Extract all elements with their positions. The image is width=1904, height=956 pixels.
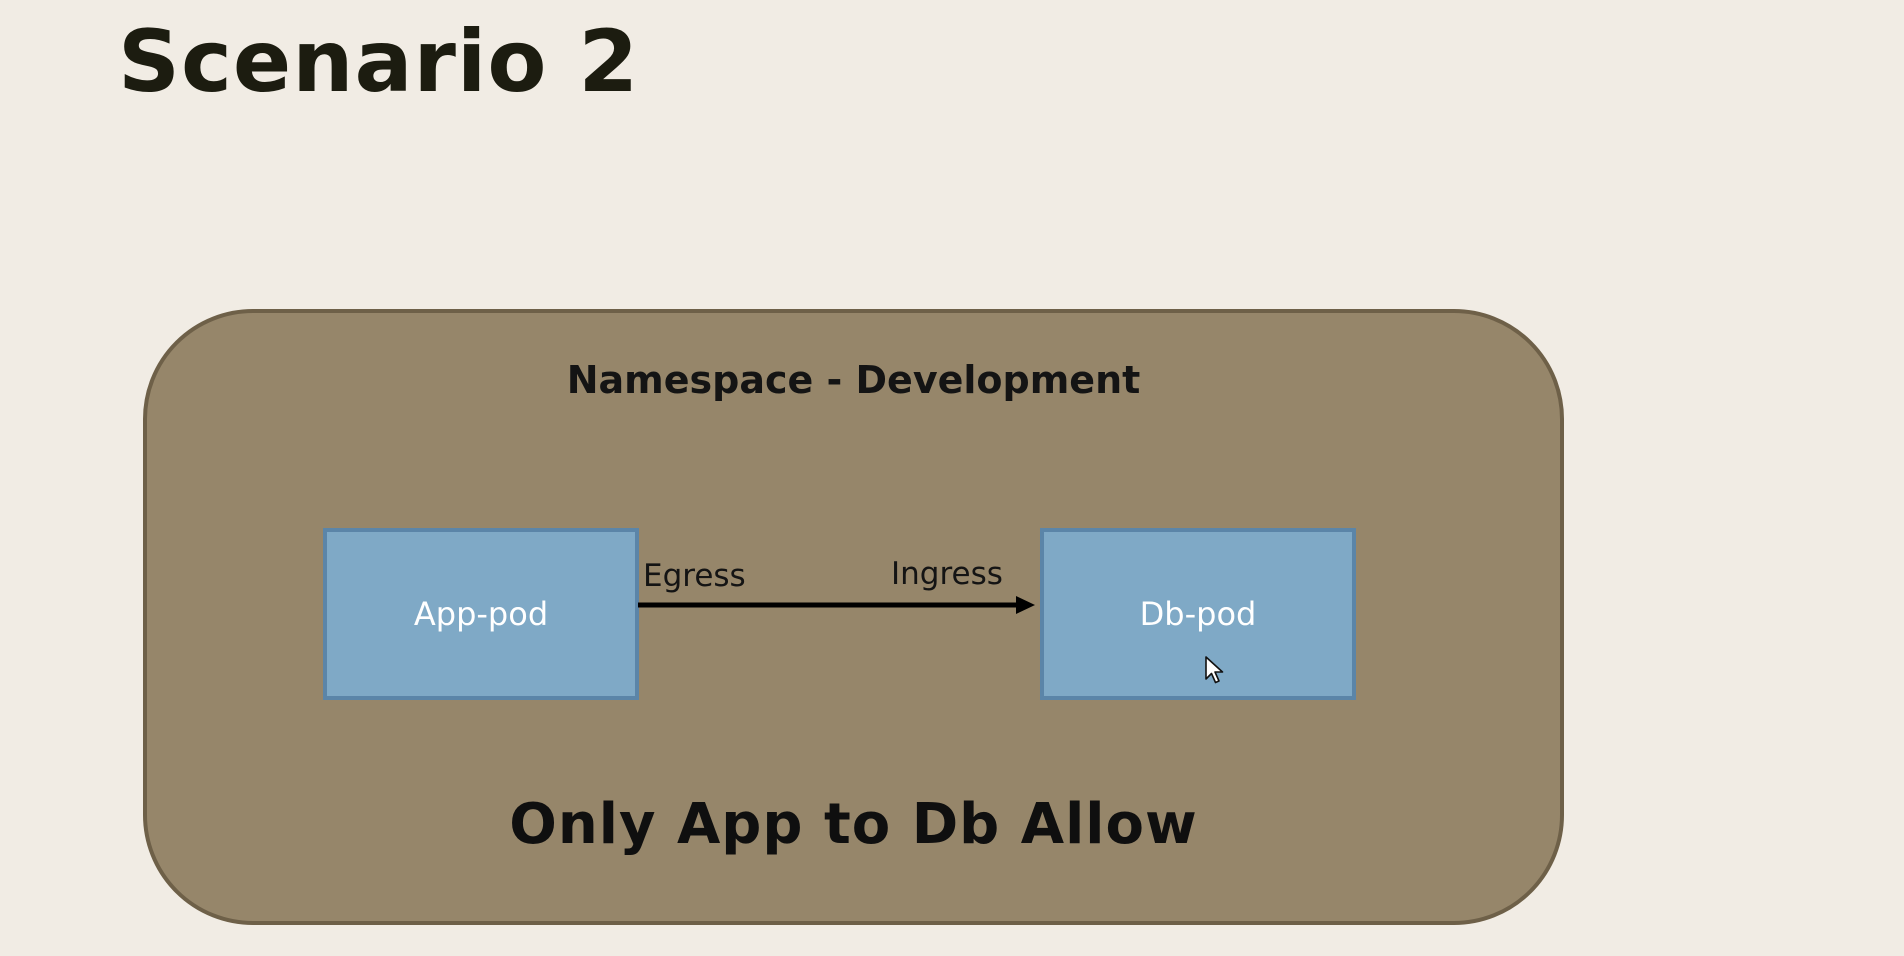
app-pod-box: App-pod [323,528,639,700]
slide-title: Scenario 2 [118,12,640,112]
app-pod-label: App-pod [413,595,549,633]
db-pod-box: Db-pod [1040,528,1356,700]
policy-caption: Only App to Db Allow [509,792,1198,857]
ingress-label: Ingress [891,556,1003,592]
mouse-pointer-icon [1205,656,1224,684]
namespace-label: Namespace - Development [566,358,1141,402]
namespace-container: Namespace - Development App-pod Egress I… [143,309,1564,925]
arrow-head [1016,596,1035,614]
app-to-db-arrow [638,596,1035,614]
db-pod-label: Db-pod [1139,595,1257,633]
egress-label: Egress [643,558,746,594]
